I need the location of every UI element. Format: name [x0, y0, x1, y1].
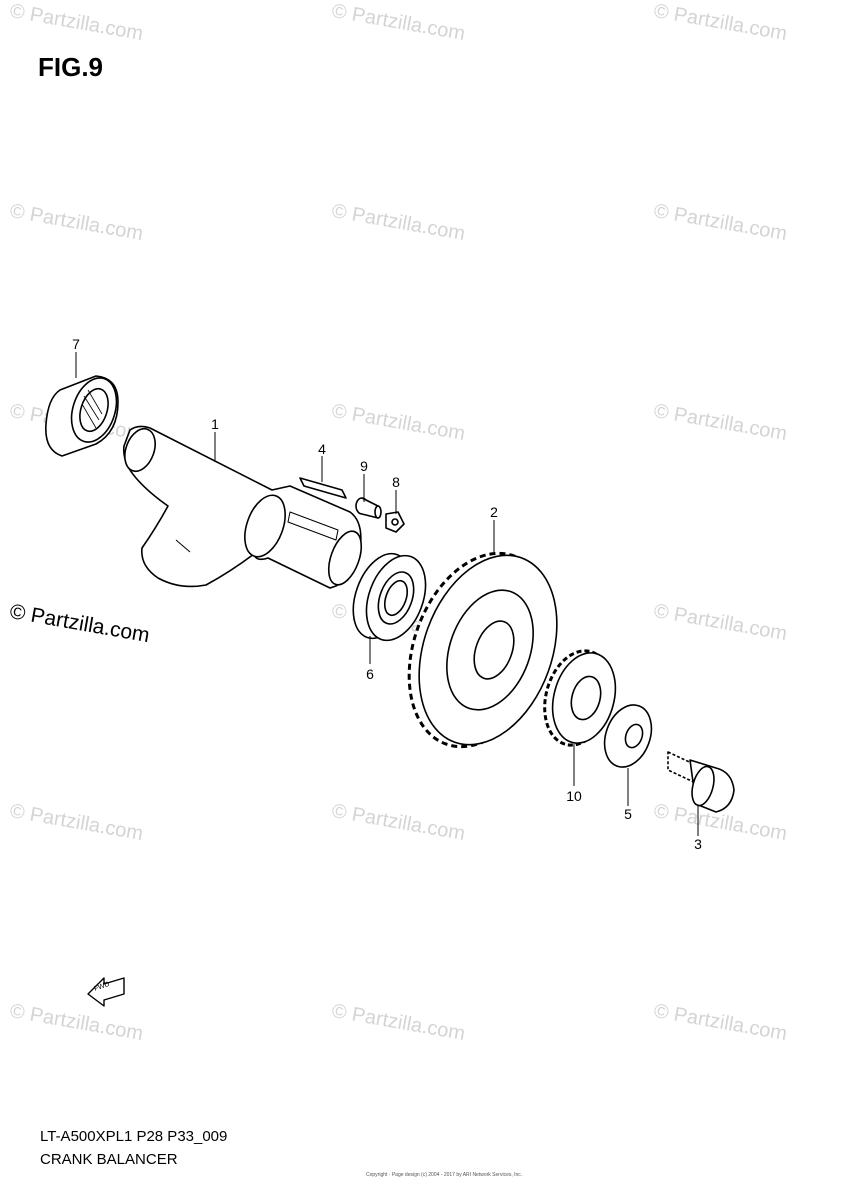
- gear-10: [543, 649, 617, 747]
- key-4: [299, 477, 347, 499]
- callout-4: 4: [318, 441, 326, 457]
- bearing-6: [352, 552, 427, 642]
- balancer-shaft-1: [122, 425, 363, 589]
- plate-8: [385, 511, 405, 533]
- figure-caption: CRANK BALANCER: [40, 1151, 178, 1168]
- callout-5: 5: [624, 806, 632, 822]
- needle-bearing-7: [45, 375, 119, 457]
- driven-gear-2: [407, 551, 558, 749]
- fwd-arrow: [87, 977, 125, 1007]
- pin-9: [355, 497, 382, 519]
- bolt-3: [667, 751, 735, 813]
- callout-1: 1: [211, 416, 219, 432]
- figure-code: LT-A500XPL1 P28 P33_009: [40, 1128, 228, 1145]
- figure-title: FIG.9: [38, 52, 104, 82]
- callout-2: 2: [490, 504, 498, 520]
- leader-lines: [75, 352, 699, 836]
- washer-5: [603, 704, 653, 768]
- callout-3: 3: [694, 836, 702, 852]
- callout-6: 6: [366, 666, 374, 682]
- callout-8: 8: [392, 474, 400, 490]
- callout-10: 10: [566, 788, 582, 804]
- callout-7: 7: [72, 336, 80, 352]
- callout-9: 9: [360, 458, 368, 474]
- copyright-notice: Copyright · Page design (c) 2004 - 2017 …: [366, 1172, 523, 1178]
